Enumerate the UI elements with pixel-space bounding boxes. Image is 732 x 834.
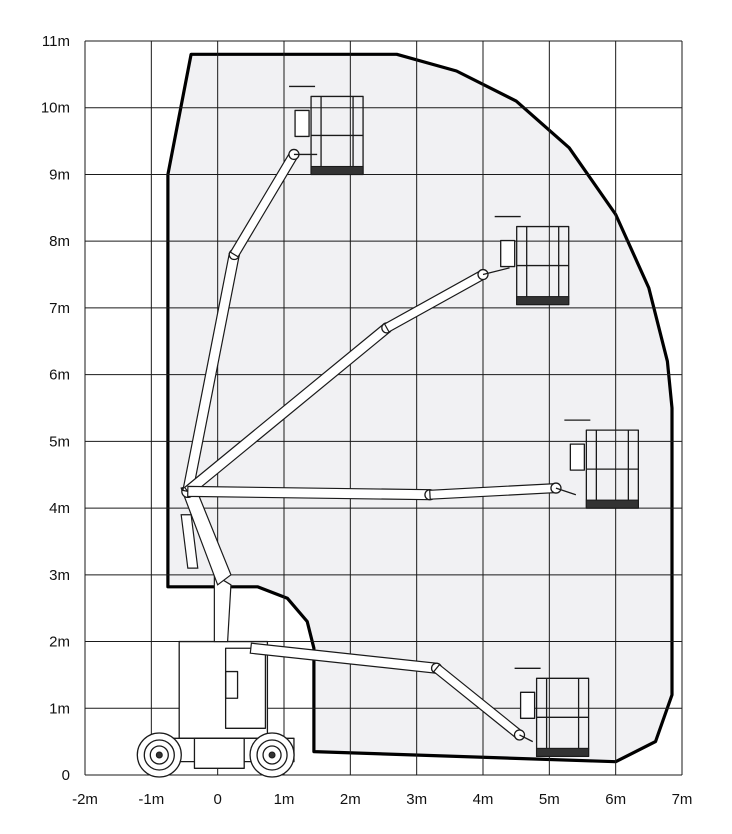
- y-tick-label: 3m: [49, 567, 70, 584]
- x-tick-label: -2m: [72, 791, 98, 808]
- basket-floor: [585, 499, 639, 509]
- basket-max-outreach: [564, 419, 639, 509]
- wheel: [249, 732, 295, 778]
- x-tick-label: -1m: [138, 791, 164, 808]
- x-tick-label: 0: [213, 791, 221, 808]
- x-tick-label: 1m: [274, 791, 295, 808]
- y-tick-label: 1m: [49, 700, 70, 717]
- control-console: [519, 691, 536, 719]
- y-tick-label: 7m: [49, 300, 70, 317]
- y-tick-label: 6m: [49, 367, 70, 384]
- y-tick-label: 11m: [42, 33, 70, 50]
- chassis-center-block: [193, 737, 245, 769]
- side-panel: [224, 647, 267, 729]
- basket-max-height: [289, 85, 364, 176]
- control-console: [294, 109, 310, 138]
- x-tick-label: 7m: [672, 791, 693, 808]
- y-tick-label: 5m: [49, 433, 70, 450]
- x-tick-label: 4m: [473, 791, 494, 808]
- y-tick-label: 0: [62, 767, 70, 784]
- wheel: [136, 732, 182, 778]
- y-tick-label: 9m: [49, 166, 70, 183]
- basket-floor: [310, 165, 364, 175]
- x-tick-label: 2m: [340, 791, 361, 808]
- control-console: [500, 239, 516, 268]
- aerial-lift-machine: [136, 85, 639, 778]
- grid: [84, 40, 683, 776]
- basket-diagonal: [494, 215, 570, 306]
- axis-ticks: -2m -1m 0 1m 2m 3m 4m 5m 6m 7m 0 1m 2m 3m 4m 5m 6m 7m 8m 9m…: [41, 33, 693, 808]
- basket-low: [514, 667, 590, 757]
- working-envelope: [166, 52, 674, 764]
- basket-floor: [536, 747, 590, 757]
- control-box: [224, 670, 239, 699]
- y-tick-label: 4m: [49, 500, 70, 517]
- x-tick-label: 6m: [605, 791, 626, 808]
- x-tick-label: 5m: [539, 791, 560, 808]
- control-console: [569, 443, 585, 471]
- basket-floor: [516, 296, 570, 306]
- y-tick-label: 10m: [41, 100, 70, 117]
- x-tick-label: 3m: [406, 791, 427, 808]
- y-tick-label: 8m: [49, 233, 70, 250]
- y-tick-label: 2m: [49, 634, 70, 651]
